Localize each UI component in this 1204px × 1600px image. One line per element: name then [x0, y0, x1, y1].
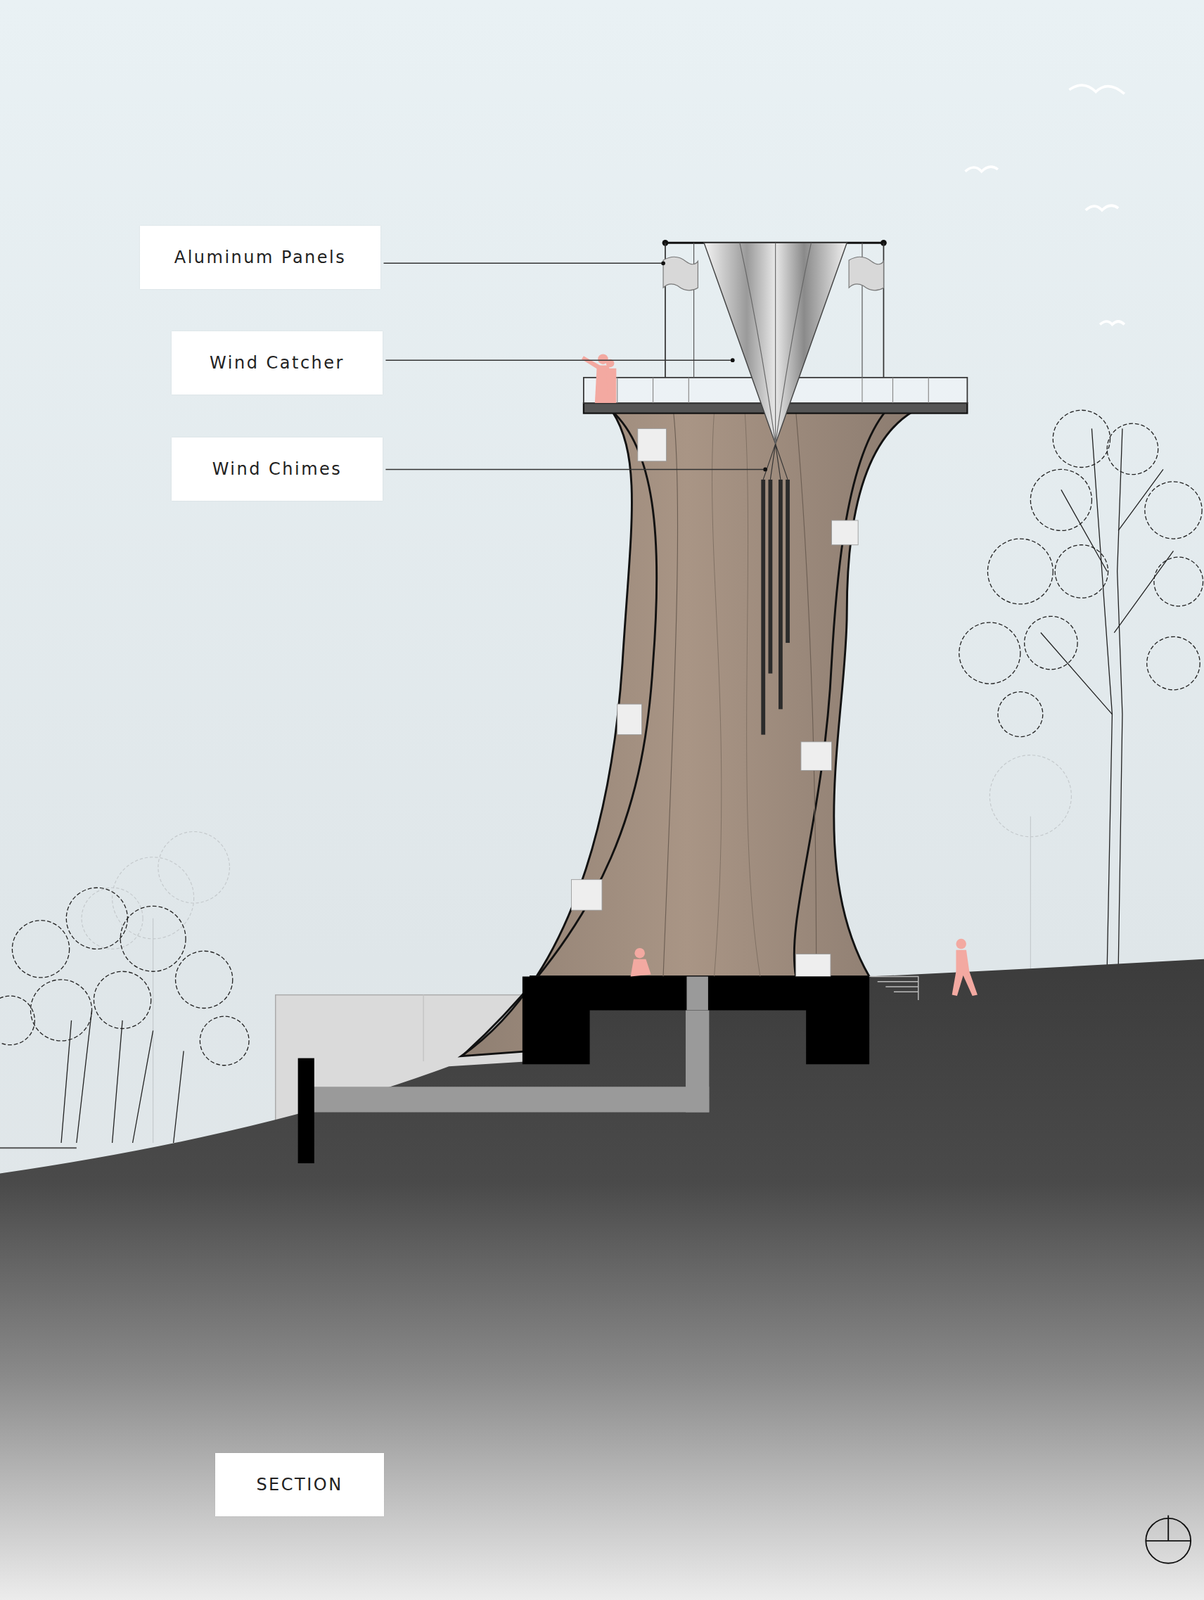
aluminum-panel: [663, 256, 698, 291]
stairs: [869, 976, 919, 1001]
tower: [461, 377, 968, 1057]
birds: [965, 85, 1125, 325]
bushes: [0, 887, 249, 1143]
callout-box: Aluminum Panels: [139, 225, 381, 290]
duct: [686, 976, 708, 1011]
aluminum-panel: [848, 256, 884, 291]
callout-label: Wind Catcher: [209, 353, 345, 373]
foundation: [522, 976, 870, 1065]
orientation-symbol: [1145, 1515, 1191, 1564]
railing: [0, 1147, 77, 1149]
wall-joint: [422, 995, 424, 1062]
stairs: [571, 428, 858, 977]
tree: [959, 410, 1204, 970]
callout-label: Aluminum Panels: [174, 247, 347, 268]
callout-box: Wind Chimes: [171, 437, 383, 501]
callout-box: Wind Catcher: [171, 331, 383, 395]
callout-label: Wind Chimes: [212, 459, 343, 479]
leader-lines: [383, 263, 764, 470]
leader-dots: [661, 260, 768, 472]
wind-catcher: [662, 239, 887, 444]
title-box: SECTION: [215, 1452, 384, 1517]
people: [581, 353, 978, 996]
ground: [0, 959, 1204, 1600]
wind-chimes: [760, 443, 790, 735]
callout-label: SECTION: [255, 1474, 343, 1495]
